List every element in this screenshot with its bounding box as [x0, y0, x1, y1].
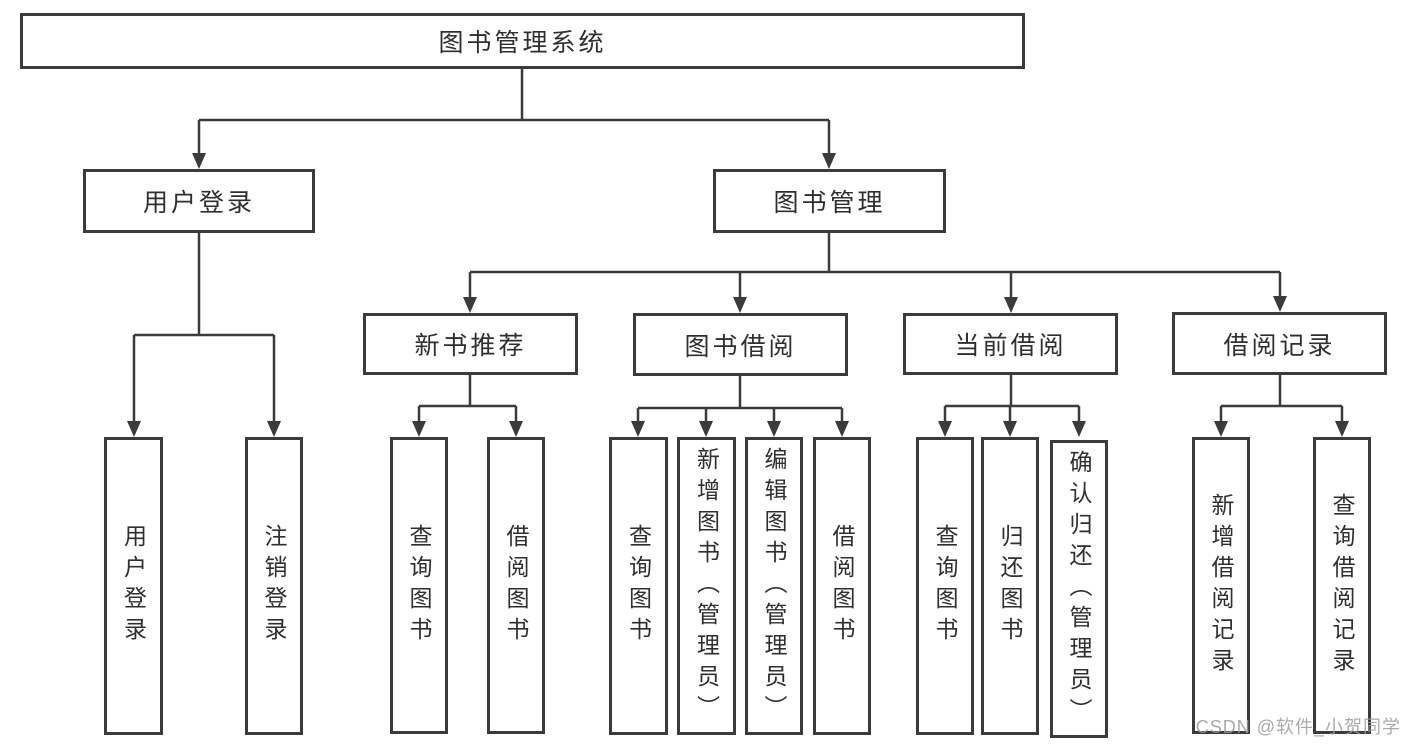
arrow-down-icon: [1335, 421, 1349, 437]
node-current-borrowing: 当前借阅: [903, 313, 1118, 375]
arrow-down-icon: [1273, 296, 1287, 312]
node-leaf-borrowing-query-books: 查询图书: [609, 437, 668, 735]
node-new-book-recommend: 新书推荐: [363, 313, 578, 375]
node-book-management: 图书管理: [713, 169, 946, 233]
node-leaf-borrowing-add-books-admin: 新增图书（管理员）: [677, 437, 736, 735]
connector-user-login-children: [132, 233, 276, 424]
arrow-down-icon: [1004, 297, 1018, 313]
node-leaf-current-query-books: 查询图书: [916, 437, 974, 735]
connector-book-management-children: [468, 233, 1282, 300]
arrow-down-icon: [822, 153, 836, 169]
node-book-borrowing: 图书借阅: [633, 313, 848, 376]
connector-recommend-children: [417, 375, 518, 424]
arrow-down-icon: [1072, 421, 1086, 437]
node-leaf-recommend-query-books: 查询图书: [390, 437, 448, 734]
arrow-down-icon: [938, 421, 952, 437]
arrow-down-icon: [733, 297, 747, 313]
connector-root-to-level1: [197, 69, 831, 156]
node-leaf-login: 用户登录: [104, 437, 163, 735]
arrow-down-icon: [463, 297, 477, 313]
node-leaf-current-confirm-return-admin: 确认归还（管理员）: [1050, 440, 1108, 738]
arrow-down-icon: [127, 421, 141, 437]
node-user-login: 用户登录: [83, 169, 315, 233]
node-leaf-records-query-record: 查询借阅记录: [1313, 437, 1371, 734]
arrow-down-icon: [509, 421, 523, 437]
arrow-down-icon: [767, 421, 781, 437]
connector-records-children: [1219, 375, 1344, 424]
arrow-down-icon: [699, 421, 713, 437]
node-leaf-logout: 注销登录: [245, 437, 303, 735]
arrow-down-icon: [192, 153, 206, 169]
node-root: 图书管理系统: [20, 13, 1025, 69]
arrow-down-icon: [412, 421, 426, 437]
arrow-down-icon: [267, 421, 281, 437]
node-borrowing-records: 借阅记录: [1172, 312, 1387, 375]
connector-current-children: [943, 375, 1081, 424]
node-leaf-borrowing-edit-books-admin: 编辑图书（管理员）: [745, 437, 803, 735]
arrow-down-icon: [631, 421, 645, 437]
node-leaf-borrowing-borrow-books: 借阅图书: [813, 437, 871, 735]
arrow-down-icon: [835, 421, 849, 437]
watermark: CSDN @软件_小贺同学: [1195, 717, 1401, 737]
node-leaf-recommend-borrow-books: 借阅图书: [487, 437, 545, 734]
arrow-down-icon: [1003, 421, 1017, 437]
arrow-down-icon: [1214, 421, 1228, 437]
node-leaf-current-return-books: 归还图书: [981, 437, 1039, 735]
node-leaf-records-add-record: 新增借阅记录: [1192, 437, 1250, 734]
connector-borrowing-children: [636, 376, 844, 424]
